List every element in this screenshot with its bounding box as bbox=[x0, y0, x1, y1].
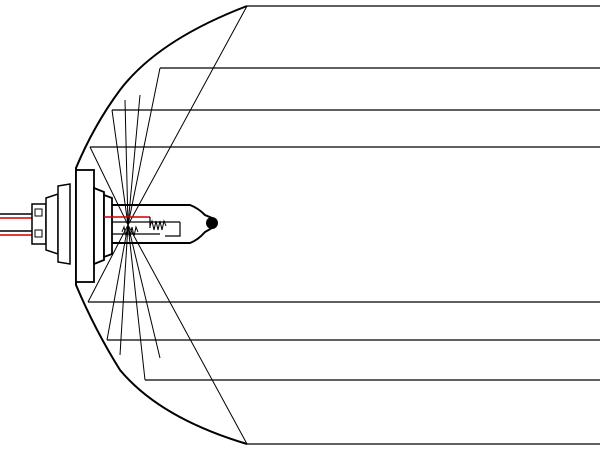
low-beam-filament bbox=[121, 225, 139, 237]
high-beam-filament bbox=[149, 219, 167, 231]
bulb-tip bbox=[206, 217, 218, 229]
power-wires bbox=[0, 213, 32, 236]
reflected-rays bbox=[88, 5, 600, 445]
filament-supports bbox=[112, 217, 181, 237]
bulb-flange bbox=[75, 169, 113, 283]
bulb-connector bbox=[31, 183, 71, 265]
